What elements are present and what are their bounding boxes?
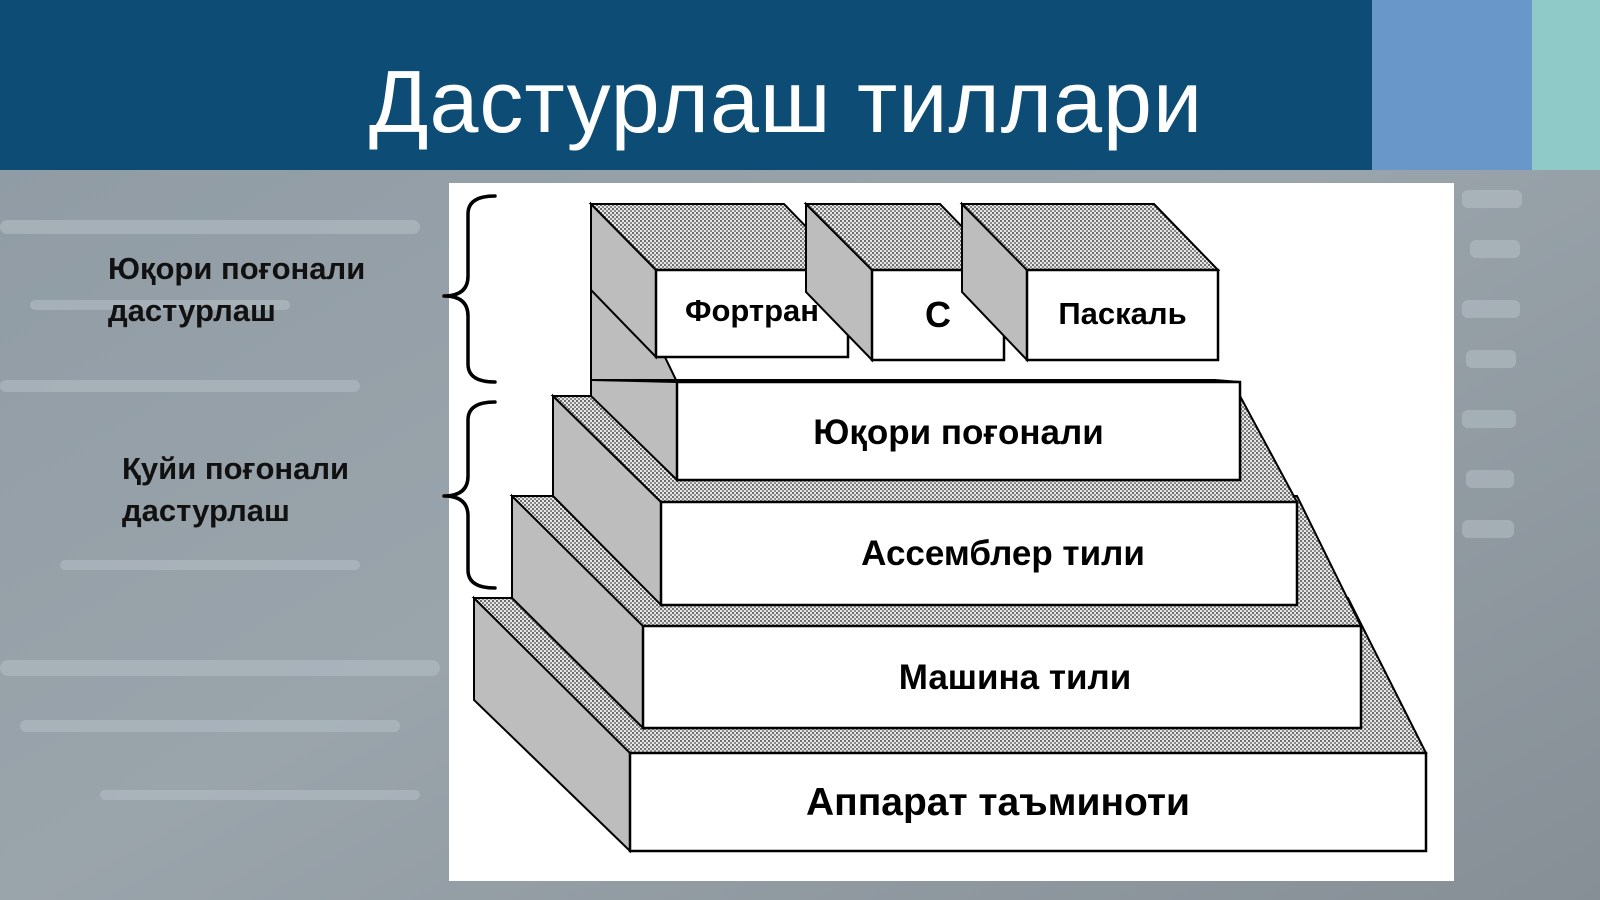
machine-layer-label: Машина тили <box>898 658 1132 697</box>
c-label: С <box>925 294 951 335</box>
language-c-block <box>803 201 1007 363</box>
assembler-layer-label: Ассемблер тили <box>861 534 1145 573</box>
high-level-label-line-1: Юқори поғонали <box>108 251 366 286</box>
language-fortran-block <box>588 201 851 360</box>
low-level-label-line-1: Қуйи поғонали <box>122 451 350 486</box>
slide-title: Дастурлаш тиллари <box>368 52 1204 151</box>
language-pascal-block <box>959 201 1221 363</box>
accent-block-teal <box>1532 0 1600 170</box>
low-level-label: Қуйи поғонали дастурлаш <box>122 448 349 532</box>
accent-block-blue <box>1372 0 1532 170</box>
high-level-layer-label: Юқори поғонали <box>813 413 1104 452</box>
high-level-brace <box>442 194 497 384</box>
title-bar <box>0 0 1372 170</box>
high-level-label: Юқори поғонали дастурлаш <box>108 248 365 332</box>
pascal-label: Паскаль <box>1058 296 1187 331</box>
low-level-label-line-2: дастурлаш <box>122 493 290 528</box>
high-level-label-line-2: дастурлаш <box>108 293 276 328</box>
low-level-brace <box>442 400 497 590</box>
hardware-layer-label: Аппарат таъминоти <box>806 781 1190 824</box>
fortran-label: Фортран <box>684 293 819 328</box>
